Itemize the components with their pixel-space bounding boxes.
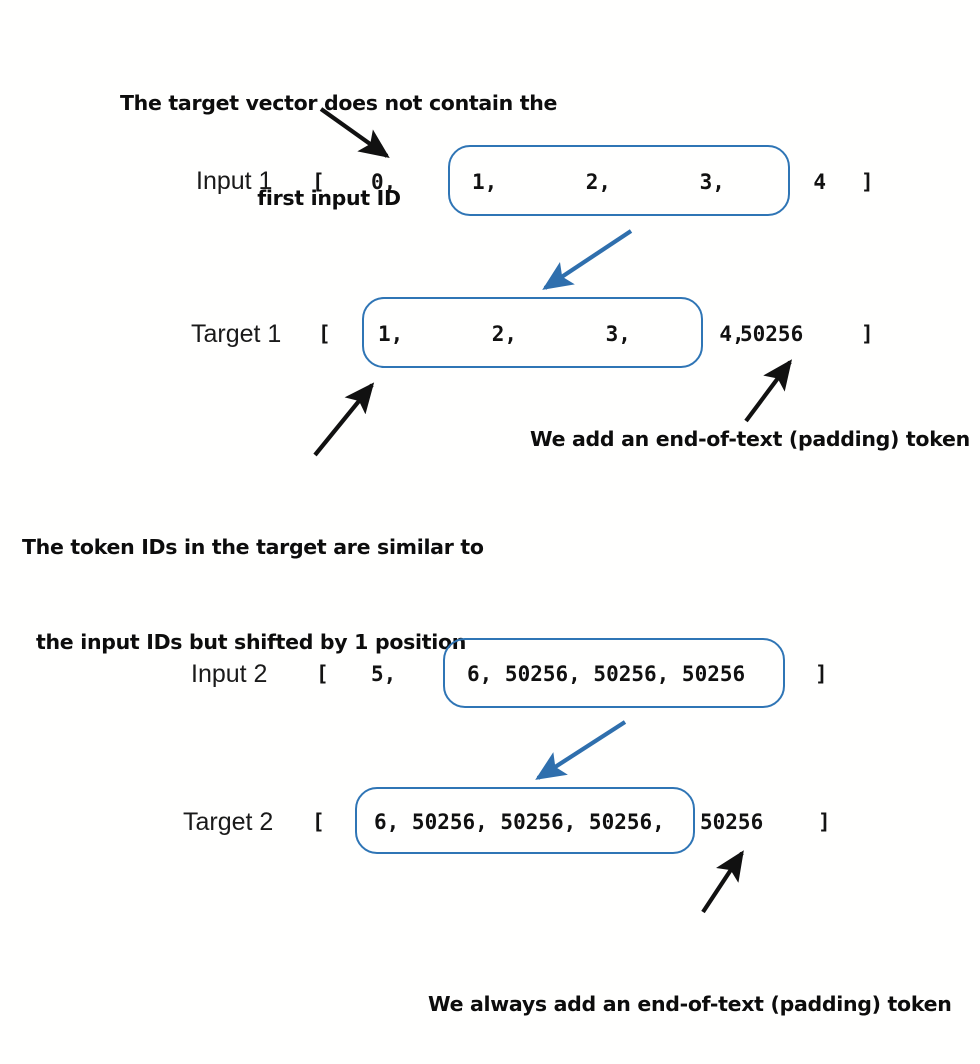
annotation-first-input-id: The target vector does not contain the f… [120, 24, 558, 278]
highlight-box-input-2 [443, 638, 785, 708]
arrow-to-target2-eot [701, 850, 744, 914]
token-outside-right-target-2: 50256 [700, 810, 764, 834]
arrow-to-target1-box [313, 382, 375, 457]
row-label-target-1: Target 1 [191, 320, 282, 348]
close-bracket-input-1: ] [861, 170, 874, 194]
open-bracket-target-2: [ [312, 810, 325, 834]
close-bracket-target-2: ] [818, 810, 831, 834]
annotation-first-input-id-line2: first input ID [257, 185, 401, 210]
row-label-input-2: Input 2 [191, 660, 268, 688]
annotation-shifted-line1: The token IDs in the target are similar … [22, 534, 484, 559]
boxed-tokens-target-2: 6, 50256, 50256, 50256, [374, 810, 665, 834]
row-label-target-2: Target 2 [183, 808, 274, 836]
open-bracket-input-2: [ [316, 662, 329, 686]
token-outside-left-input-1: 0, [371, 170, 397, 194]
annotation-shifted-line2: the input IDs but shifted by 1 position [36, 629, 467, 654]
arrow-to-target1-eot [744, 359, 793, 423]
annotation-eot-always: We always add an end-of-text (padding) t… [428, 925, 952, 1064]
annotation-first-input-id-line1: The target vector does not contain the [120, 90, 558, 115]
open-bracket-target-1: [ [318, 322, 331, 346]
boxed-tokens-input-2: 6, 50256, 50256, 50256 [467, 662, 746, 686]
row-label-input-1: Input 1 [196, 167, 273, 195]
annotation-eot-add: We add an end-of-text (padding) token [530, 427, 970, 451]
highlight-box-target-2 [355, 787, 695, 854]
annotation-eot-always-line1: We always add an end-of-text (padding) t… [428, 991, 952, 1016]
close-bracket-target-1: ] [861, 322, 874, 346]
close-bracket-input-2: ] [815, 662, 828, 686]
boxed-tokens-input-1: 1, 2, 3, 4 [472, 170, 827, 194]
token-outside-left-input-2: 5, [371, 662, 397, 686]
token-outside-right-target-1: 50256 [740, 322, 804, 346]
highlight-box-input-1 [448, 145, 790, 216]
arrow-input2-to-target2 [535, 720, 627, 780]
annotation-shifted: The token IDs in the target are similar … [22, 468, 492, 722]
arrow-input1-to-target1 [542, 229, 633, 290]
boxed-tokens-target-1: 1, 2, 3, 4, [378, 322, 745, 346]
open-bracket-input-1: [ [312, 170, 325, 194]
highlight-box-target-1 [362, 297, 703, 368]
